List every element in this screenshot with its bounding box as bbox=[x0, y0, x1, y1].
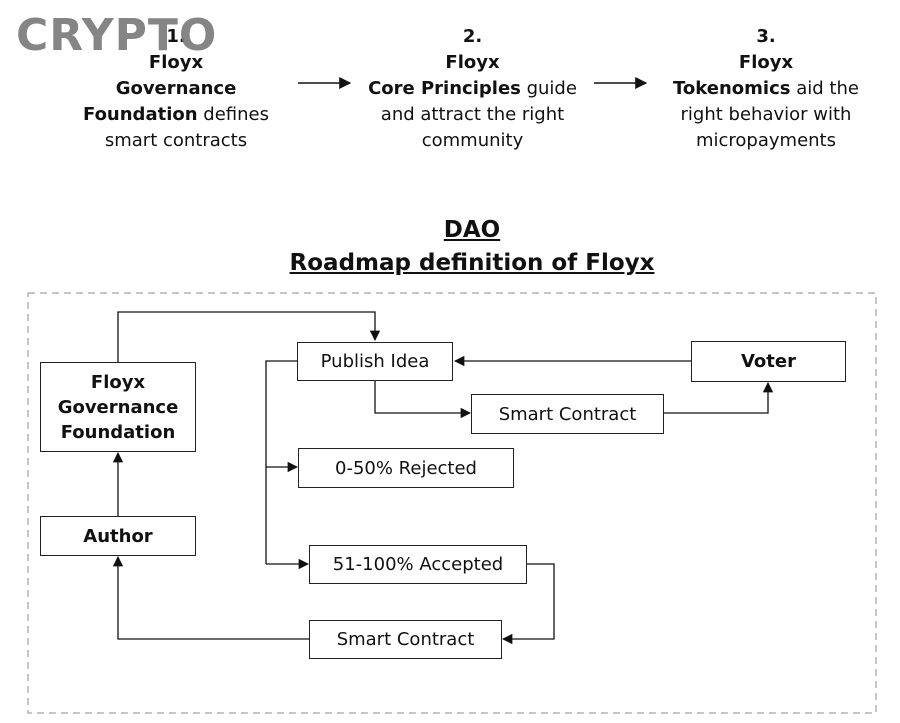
step-3-line3: right behavior with bbox=[680, 104, 852, 125]
step-1-rest3: defines bbox=[197, 104, 269, 125]
step-3-rest2: aid the bbox=[790, 78, 859, 99]
step-3-number: 3. bbox=[756, 26, 776, 47]
foundation-line-3: Foundation bbox=[60, 421, 176, 443]
crypto-watermark: CRYPTO bbox=[16, 10, 218, 61]
connector-contract-author bbox=[112, 555, 309, 640]
step-2-line4: community bbox=[421, 130, 524, 151]
node-smart-contract-top: Smart Contract bbox=[471, 394, 664, 434]
dashed-frame bbox=[27, 292, 877, 714]
connector-publish-contract bbox=[374, 380, 472, 419]
step-3: 3. Floyx Tokenomics aid the right behavi… bbox=[651, 24, 881, 154]
step-3-bold2: Tokenomics bbox=[673, 78, 791, 99]
step-2-number: 2. bbox=[462, 26, 483, 47]
step-2: 2. Floyx Core Principles guide and attra… bbox=[355, 24, 590, 154]
node-publish-idea: Publish Idea bbox=[297, 342, 453, 381]
foundation-line-2: Governance bbox=[57, 396, 179, 418]
connector-foundation-publish bbox=[117, 311, 381, 362]
step-3-line1: Floyx bbox=[738, 52, 794, 73]
node-smart-contract-bottom: Smart Contract bbox=[309, 620, 502, 659]
step-3-line4: micropayments bbox=[695, 130, 836, 151]
node-accepted: 51-100% Accepted bbox=[309, 545, 527, 584]
step-2-bold2: Core Principles bbox=[368, 78, 521, 99]
step-2-rest2: guide bbox=[520, 78, 577, 99]
node-floyx-governance-foundation: Floyx Governance Foundation bbox=[40, 362, 196, 452]
step-1-line4: smart contracts bbox=[104, 130, 248, 151]
step-2-line1: Floyx bbox=[445, 52, 500, 73]
connector-branch-trunk bbox=[265, 360, 298, 564]
step-1-bold3: Foundation bbox=[83, 104, 198, 125]
step-1-line1: Floyx bbox=[148, 52, 204, 73]
step-1-bold2: Governance bbox=[115, 78, 237, 99]
step-2-line3: and attract the right bbox=[380, 104, 565, 125]
connector-contract-voter bbox=[664, 381, 774, 414]
foundation-line-1: Floyx bbox=[90, 371, 146, 393]
diagram-subtitle: Roadmap definition of Floyx bbox=[289, 250, 655, 276]
node-rejected: 0-50% Rejected bbox=[298, 448, 514, 488]
node-author: Author bbox=[40, 516, 196, 556]
node-voter: Voter bbox=[691, 341, 846, 382]
step-1: 1. Floyx Governance Foundation defines s… bbox=[66, 24, 286, 154]
connector-accepted-contract bbox=[501, 563, 555, 645]
diagram-title: DAO bbox=[443, 217, 501, 243]
step-1-number: 1. bbox=[166, 26, 186, 47]
